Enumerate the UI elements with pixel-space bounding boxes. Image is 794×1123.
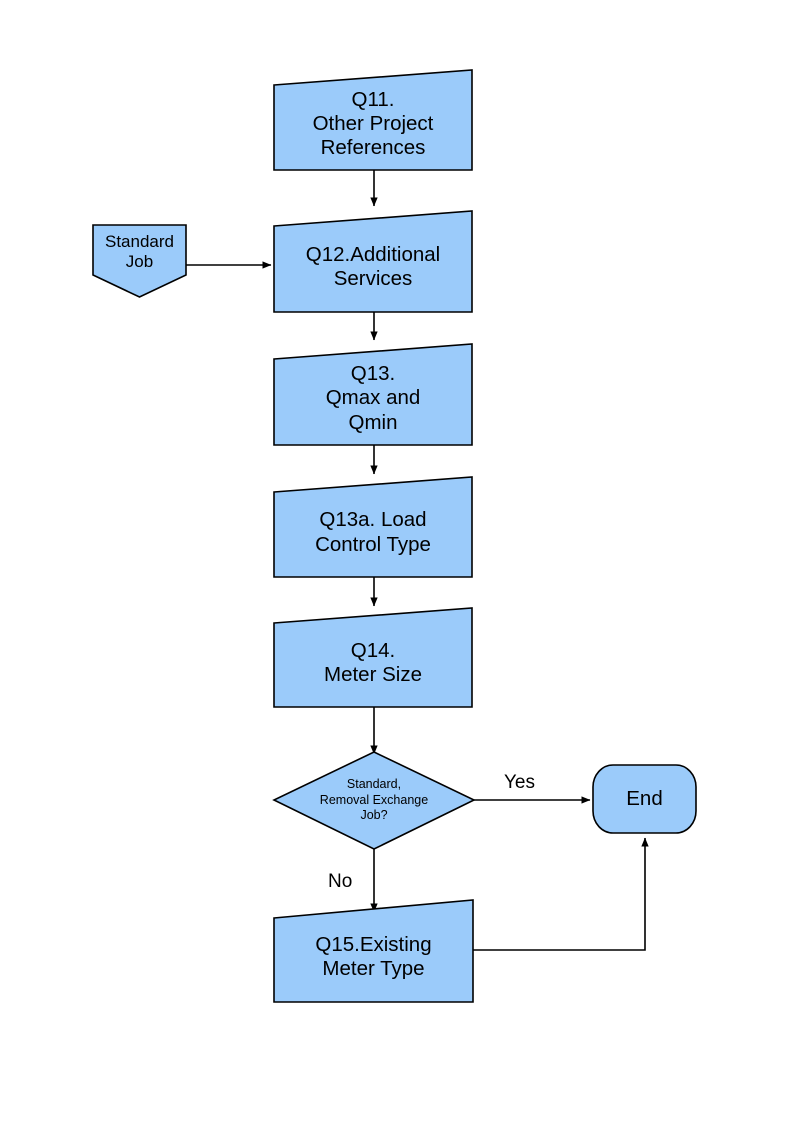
node-q13a-shape[interactable] <box>273 476 473 578</box>
node-q13-shape[interactable] <box>273 343 473 446</box>
node-q11-shape[interactable] <box>273 69 473 171</box>
node-decision-shape[interactable] <box>272 751 476 850</box>
node-standard-job-shape[interactable] <box>92 224 187 298</box>
node-end-shape[interactable] <box>592 764 697 834</box>
node-q14-shape[interactable] <box>273 607 473 708</box>
edge-label-no: No <box>328 871 353 892</box>
node-q15-shape[interactable] <box>273 899 474 1003</box>
edge-q15-end <box>473 837 649 951</box>
edge-label-yes: Yes <box>504 772 535 793</box>
node-q12-shape[interactable] <box>273 210 473 313</box>
